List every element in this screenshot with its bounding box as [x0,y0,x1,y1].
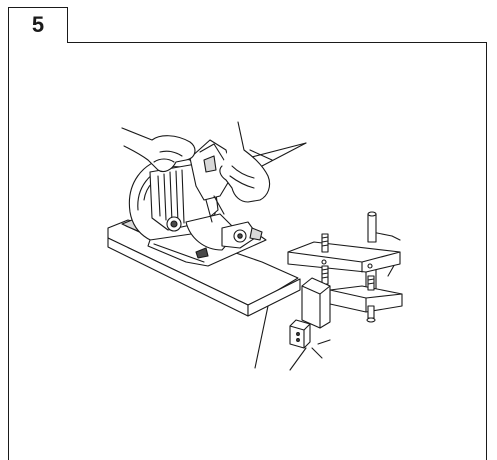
step-frame [8,42,487,460]
circular-saw-icon [128,139,267,267]
step-frame-top-line [67,42,487,43]
bar-clamp-icon [287,211,403,371]
step-tab [8,7,68,43]
hands-icon [121,121,273,203]
step-number: 5 [31,12,45,37]
